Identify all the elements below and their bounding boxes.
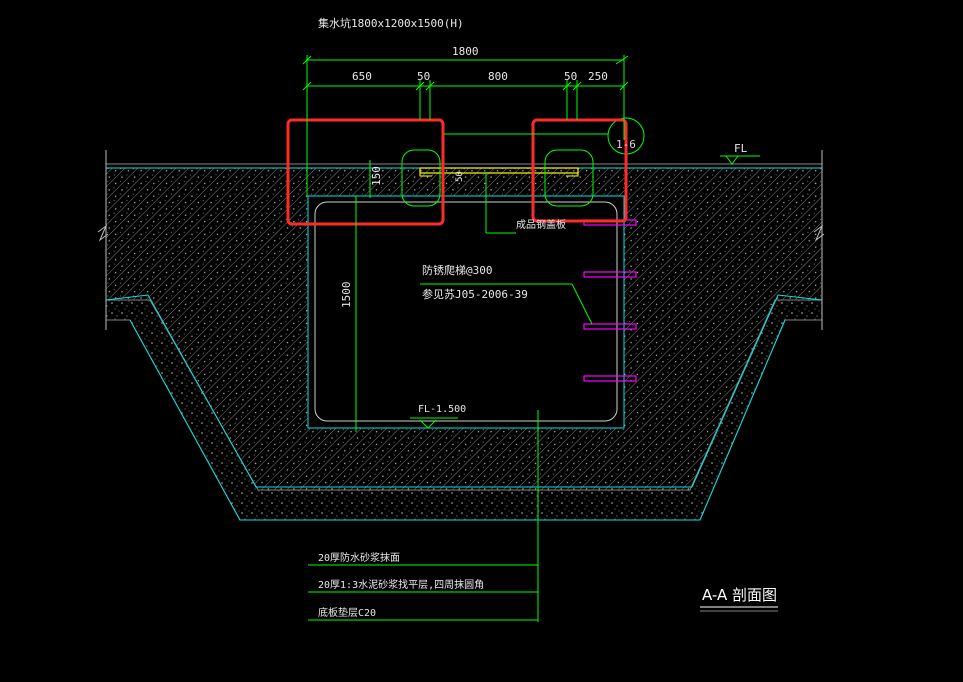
section-outlines xyxy=(97,150,825,521)
note-3: 底板垫层C20 xyxy=(318,606,376,619)
annotation-ladder-1: 防锈爬梯@300 xyxy=(422,263,493,277)
note-1: 20厚防水砂浆抹面 xyxy=(318,551,400,564)
dim-seg5: 250 xyxy=(588,70,608,83)
dim-depth: 1500 xyxy=(340,282,353,309)
dim-small-50: 50 xyxy=(455,171,465,182)
dim-total-width: 1800 xyxy=(452,45,479,58)
section-title: A-A 剖面图 xyxy=(702,586,777,604)
note-2: 20厚1:3水泥砂浆找平层,四周抹圆角 xyxy=(318,578,484,591)
dim-seg1: 650 xyxy=(352,70,372,83)
concrete-section xyxy=(105,167,823,521)
annotation-cover: 成品钢盖板 xyxy=(516,218,566,231)
dim-seg4: 50 xyxy=(564,70,577,83)
header-label: 集水坑1800x1200x1500(H) xyxy=(318,16,464,30)
detail-ref: 1-6 xyxy=(616,138,636,151)
highlight-boxes xyxy=(286,118,628,226)
detail-circles xyxy=(401,117,645,207)
dimension-lines xyxy=(302,55,760,622)
annotation-ladder-2: 参见苏J05-2006-39 xyxy=(422,287,528,301)
dim-seg3: 800 xyxy=(488,70,508,83)
level-fl: FL xyxy=(734,142,748,155)
level-bottom: FL-1.500 xyxy=(418,404,466,415)
dim-seg2: 50 xyxy=(417,70,430,83)
dim-curb-height: 150 xyxy=(370,166,383,186)
cover-plate xyxy=(419,167,579,177)
